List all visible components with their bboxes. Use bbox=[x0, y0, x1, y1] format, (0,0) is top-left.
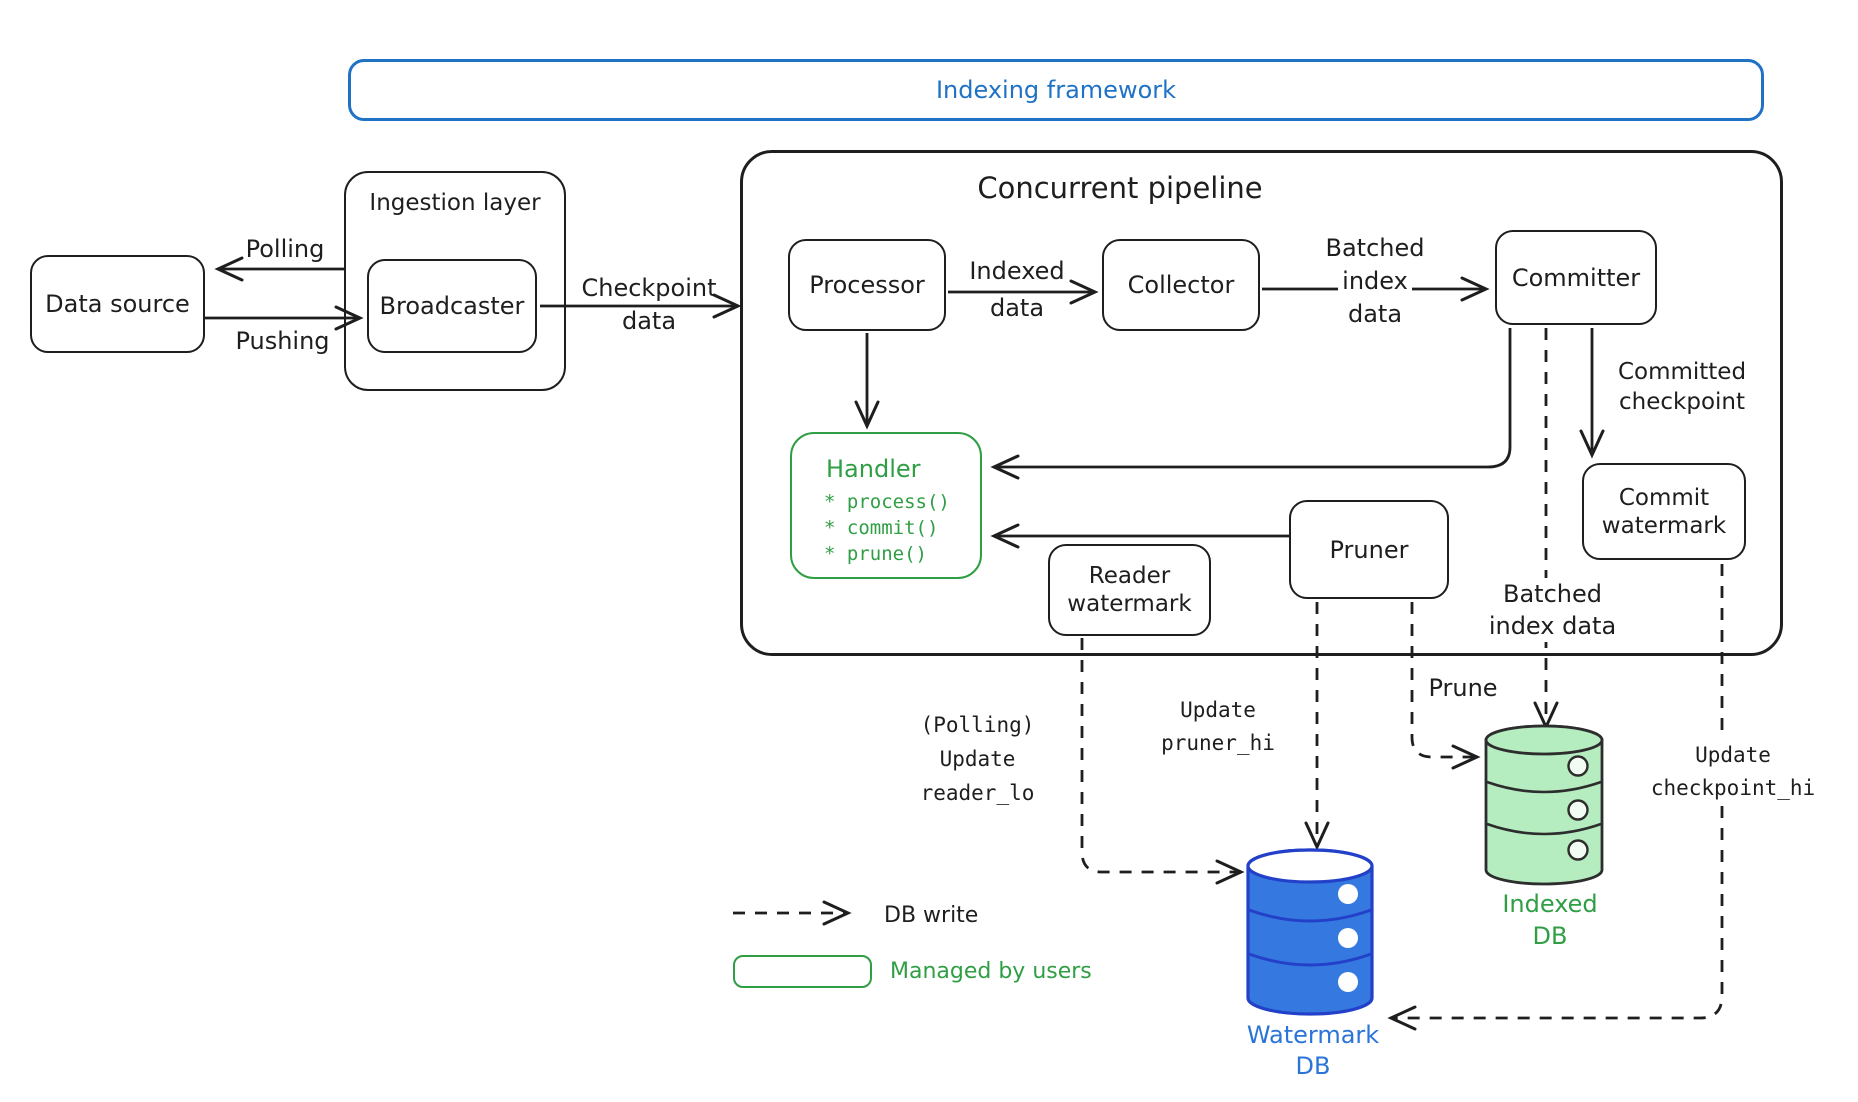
watermark-db-label: Watermark DB bbox=[1246, 1021, 1380, 1080]
data-source-node: Data source bbox=[30, 255, 205, 353]
arrow-committer-handler bbox=[990, 328, 1512, 480]
indexed-db-label: Indexed DB bbox=[1502, 890, 1598, 950]
commit-watermark-node: Commit watermark bbox=[1582, 463, 1746, 560]
polling-edge-label: Polling bbox=[245, 235, 325, 263]
legend-managed-swatch bbox=[733, 955, 872, 988]
collector-node: Collector bbox=[1102, 239, 1260, 331]
collector-label: Collector bbox=[1127, 271, 1235, 299]
reader-watermark-label-line1: Reader bbox=[1088, 563, 1171, 589]
indexing-framework-box: Indexing framework bbox=[348, 59, 1764, 121]
reader-watermark-node: Reader watermark bbox=[1048, 544, 1211, 636]
indexed-db-icon bbox=[1484, 724, 1604, 886]
legend-managed-by-users-label: Managed by users bbox=[890, 959, 1092, 984]
reader-watermark-label-line2: watermark bbox=[1067, 591, 1192, 617]
pushing-edge-label: Pushing bbox=[235, 327, 330, 355]
checkpoint-data-edge-label: Checkpoint data bbox=[581, 274, 717, 335]
indexed-data-edge-label: Indexed data bbox=[969, 257, 1065, 322]
update-checkpoint-hi-label: Update checkpoint_hi bbox=[1617, 739, 1849, 805]
arrow-checkpoint-hi-watermark-db bbox=[1387, 564, 1724, 1031]
committer-label: Committer bbox=[1511, 263, 1641, 292]
update-reader-lo-label: (Polling) Update reader_lo bbox=[920, 713, 1035, 805]
handler-method-commit: * commit() bbox=[824, 516, 939, 539]
pruner-node: Pruner bbox=[1289, 500, 1449, 599]
broadcaster-node: Broadcaster bbox=[367, 259, 537, 353]
broadcaster-label: Broadcaster bbox=[379, 292, 525, 320]
concurrent-pipeline-title: Concurrent pipeline bbox=[977, 171, 1263, 205]
handler-method-prune: * prune() bbox=[824, 542, 927, 565]
commit-watermark-label-line2: watermark bbox=[1601, 512, 1727, 539]
update-pruner-hi-label: Update pruner_hi bbox=[1161, 698, 1275, 755]
arrow-prune-indexed-db bbox=[1410, 602, 1481, 770]
handler-methods: * process() * commit() * prune() bbox=[824, 489, 950, 567]
legend-db-write-label: DB write bbox=[884, 903, 979, 928]
processor-label: Processor bbox=[809, 271, 925, 299]
commit-watermark-label-line1: Commit bbox=[1618, 484, 1710, 511]
indexing-framework-title: Indexing framework bbox=[935, 76, 1177, 104]
committer-node: Committer bbox=[1495, 230, 1657, 325]
handler-node: Handler * process() * commit() * prune() bbox=[790, 432, 982, 579]
data-source-label: Data source bbox=[45, 290, 190, 318]
batched-index-data-db-edge-label: Batched index data bbox=[1465, 578, 1640, 642]
handler-method-process: * process() bbox=[824, 490, 950, 513]
batched-index-data-edge-label: Batched index data bbox=[1308, 232, 1442, 331]
prune-edge-label: Prune bbox=[1428, 674, 1498, 702]
handler-title: Handler bbox=[826, 454, 921, 483]
arrow-reader-watermark-db bbox=[1080, 638, 1245, 885]
pruner-label: Pruner bbox=[1329, 535, 1409, 564]
committed-checkpoint-edge-label: Committed checkpoint bbox=[1617, 359, 1747, 415]
processor-node: Processor bbox=[788, 239, 946, 331]
watermark-db-icon bbox=[1246, 848, 1374, 1016]
ingestion-layer-label: Ingestion layer bbox=[369, 190, 541, 216]
